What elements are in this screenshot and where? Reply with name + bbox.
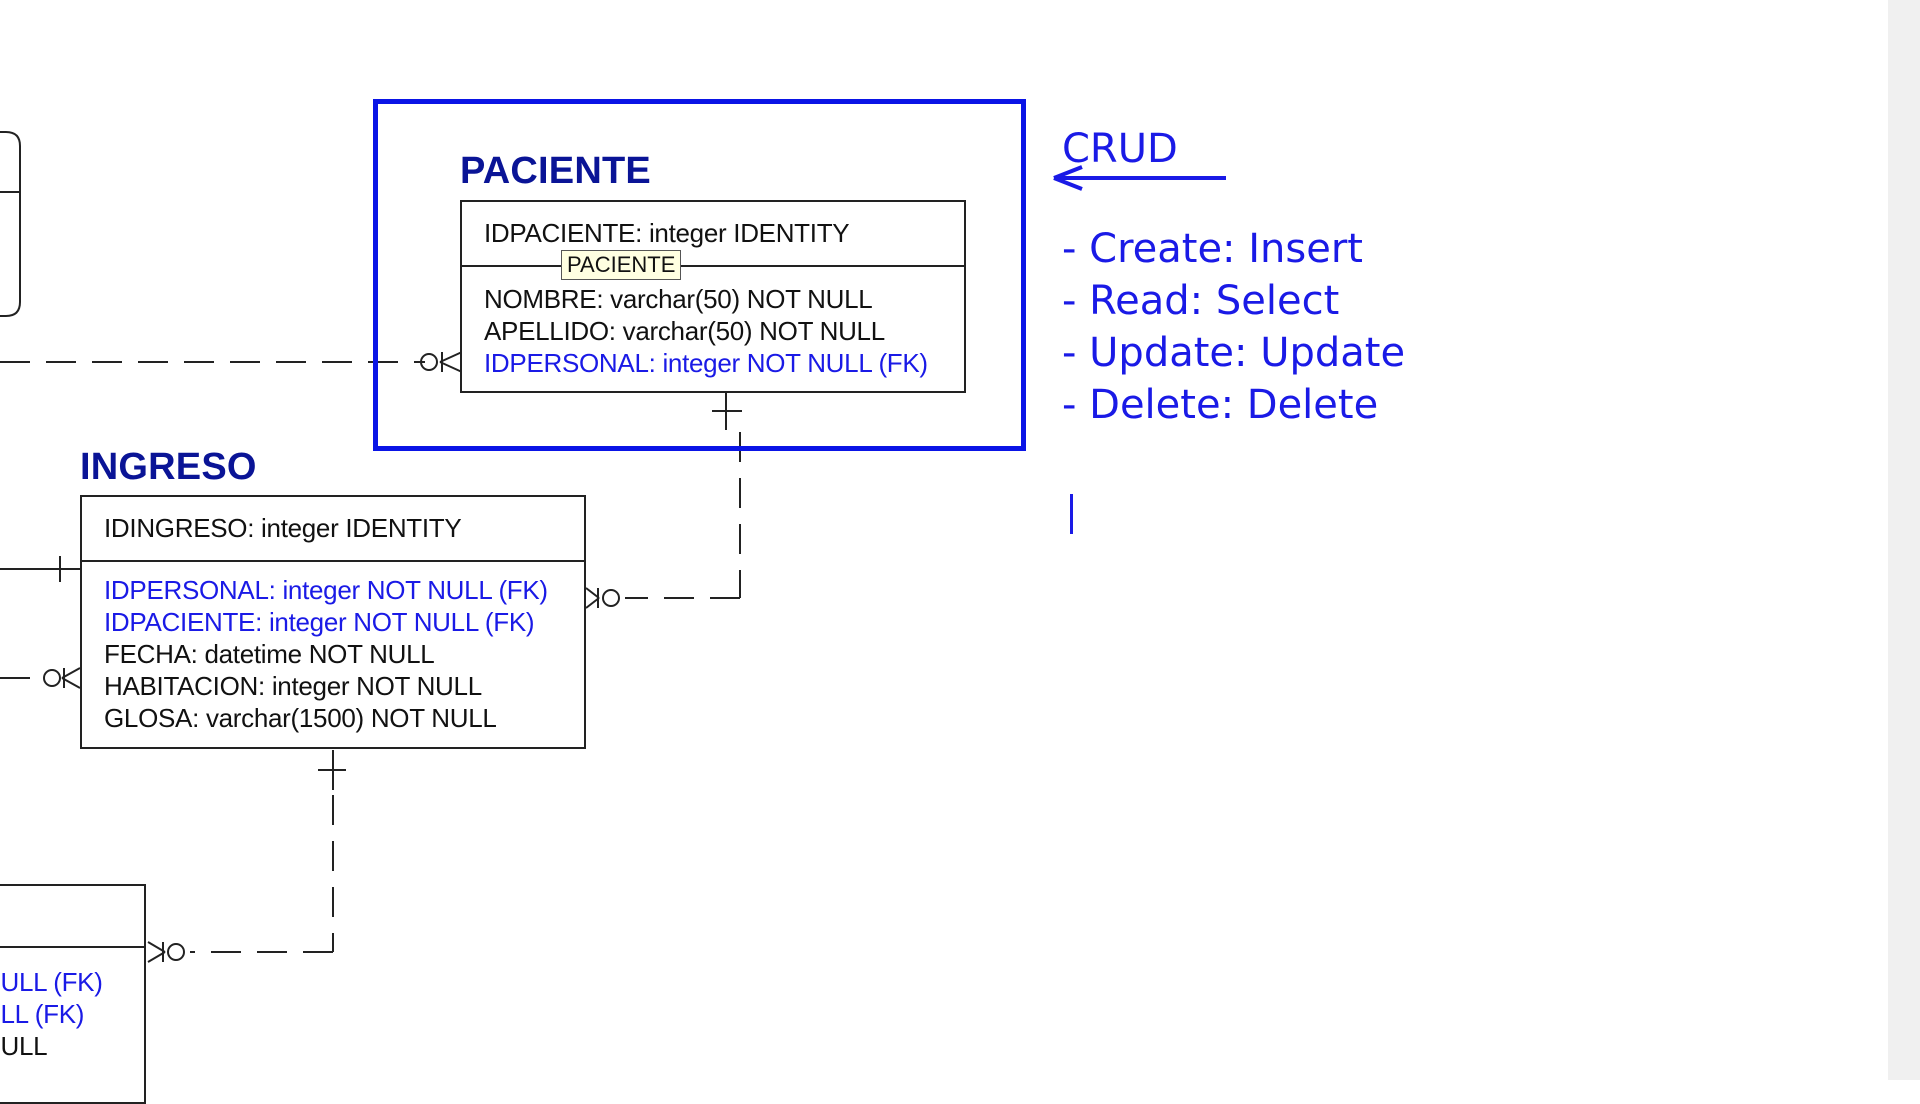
primary-key-section: IDINGRESO: integer IDENTITY (82, 497, 584, 562)
crowfoot-lower (585, 597, 600, 609)
attribute-row[interactable]: GLOSA: varchar(1500) NOT NULL (104, 703, 497, 733)
zero-optionality-marker (43, 669, 61, 687)
entity-title-paciente[interactable]: PACIENTE (460, 150, 651, 192)
arrow-left-icon (1053, 165, 1226, 191)
annotation-crud-title[interactable]: CRUD (1062, 126, 1178, 172)
attribute-row[interactable]: NOMBRE: varchar(50) NOT NULL (484, 284, 873, 314)
attribute-row[interactable]: NULL (0, 1031, 48, 1061)
attribute-row[interactable]: IDPERSONAL: integer NOT NULL (FK) (104, 575, 548, 605)
crowfoot-upper (585, 587, 600, 599)
tooltip: PACIENTE (561, 250, 682, 280)
attribute-row[interactable]: NULL (FK) (0, 967, 103, 997)
primary-key-section (0, 886, 144, 948)
zero-optionality-marker (420, 353, 438, 371)
attribute-list: NULL (FK)ULL (FK)NULL (0, 948, 144, 1062)
attribute-row[interactable]: IDPACIENTE: integer NOT NULL (FK) (104, 607, 535, 637)
attribute-list: IDPERSONAL: integer NOT NULL (FK)IDPACIE… (82, 562, 584, 734)
primary-key-section: IDPACIENTE: integer IDENTITY (462, 202, 964, 267)
relationship-lines (0, 131, 742, 963)
annotation-crud-item[interactable]: - Delete: Delete (1062, 382, 1379, 428)
attribute-row[interactable]: APELLIDO: varchar(50) NOT NULL (484, 316, 885, 346)
attribute-row[interactable]: ULL (FK) (0, 999, 85, 1029)
annotation-crud-list: - Create: Insert - Read: Select - Update: … (1062, 223, 1405, 431)
zero-optionality-marker (167, 943, 185, 961)
attribute-row[interactable]: FECHA: datetime NOT NULL (104, 639, 435, 669)
crowfoot-upper (439, 351, 463, 363)
text-cursor (1070, 494, 1073, 534)
attribute-idpaciente[interactable]: IDPACIENTE: integer IDENTITY (484, 218, 850, 248)
attribute-row[interactable]: IDPERSONAL: integer NOT NULL (FK) (484, 348, 928, 378)
entity-ingreso[interactable]: IDINGRESO: integer IDENTITY IDPERSONAL: … (80, 495, 586, 749)
crowfoot-lower (439, 361, 463, 373)
partial-entity-upper-left (0, 131, 21, 317)
annotation-crud-item[interactable]: - Update: Update (1062, 330, 1406, 376)
annotation-crud-item[interactable]: - Read: Select (1062, 278, 1340, 324)
vertical-scrollbar[interactable] (1888, 0, 1920, 1080)
selection-frame[interactable] (373, 99, 1026, 451)
entity-title-ingreso[interactable]: INGRESO (80, 446, 257, 488)
attribute-idingreso[interactable]: IDINGRESO: integer IDENTITY (104, 513, 462, 543)
entity-partial-lower[interactable]: NULL (FK)ULL (FK)NULL (0, 884, 146, 1104)
entity-paciente[interactable]: IDPACIENTE: integer IDENTITY NOMBRE: var… (460, 200, 966, 393)
attribute-row[interactable]: HABITACION: integer NOT NULL (104, 671, 482, 701)
annotation-crud-item[interactable]: - Create: Insert (1062, 226, 1363, 272)
zero-optionality-marker (602, 589, 620, 607)
